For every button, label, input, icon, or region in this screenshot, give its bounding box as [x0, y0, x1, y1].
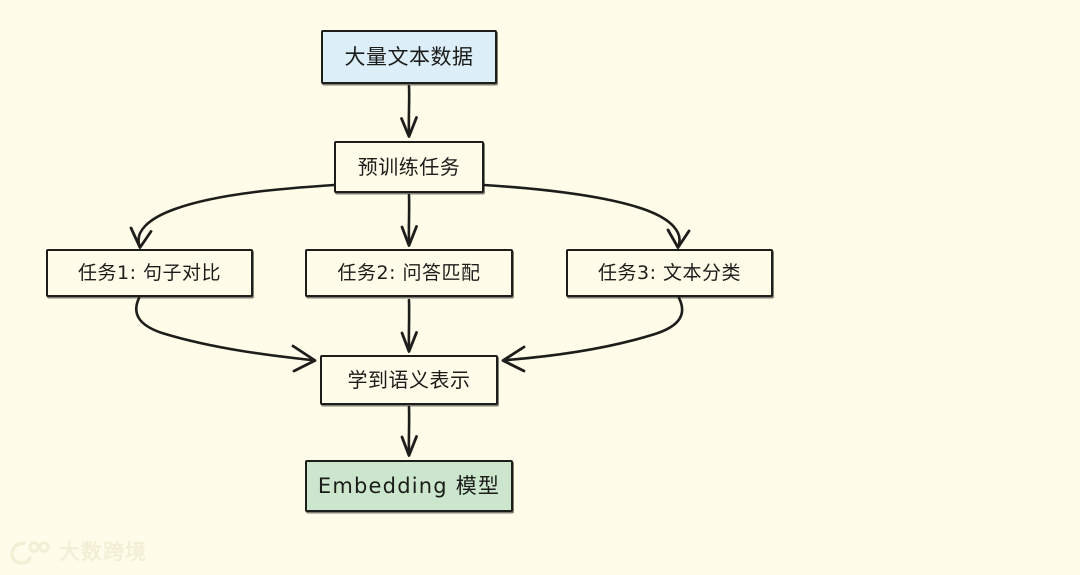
node-task2[interactable]: 任务2: 问答匹配	[305, 249, 513, 297]
node-embedding-model[interactable]: Embedding 模型	[305, 460, 513, 512]
edge-pretrain-to-task2	[400, 193, 418, 247]
node-source[interactable]: 大量文本数据	[321, 30, 497, 84]
node-task3-label: 任务3: 文本分类	[597, 261, 742, 284]
node-task3[interactable]: 任务3: 文本分类	[566, 249, 773, 297]
edge-task3-to-semantic	[501, 296, 684, 373]
node-task2-label: 任务2: 问答匹配	[337, 261, 481, 284]
edge-pretrain-to-task3	[482, 183, 691, 249]
edge-task2-to-semantic	[400, 298, 418, 353]
edge-source-to-pretrain	[400, 84, 418, 138]
dashu-logo-icon	[10, 541, 50, 565]
node-source-label: 大量文本数据	[344, 44, 474, 69]
node-semantic-representation[interactable]: 学到语义表示	[320, 355, 498, 405]
edge-task1-to-semantic	[134, 296, 317, 373]
node-task1-label: 任务1: 句子对比	[77, 261, 222, 284]
watermark-text: 大数跨境	[59, 539, 147, 564]
node-semantic-representation-label: 学到语义表示	[347, 368, 471, 392]
watermark: 大数跨境	[10, 539, 147, 565]
node-pretrain-task[interactable]: 预训练任务	[334, 141, 484, 193]
node-embedding-model-label: Embedding 模型	[317, 473, 501, 498]
node-task1[interactable]: 任务1: 句子对比	[46, 249, 253, 297]
node-pretrain-task-label: 预训练任务	[357, 155, 461, 179]
edge-pretrain-to-task1	[129, 183, 336, 249]
edge-semantic-to-embed	[400, 405, 418, 457]
